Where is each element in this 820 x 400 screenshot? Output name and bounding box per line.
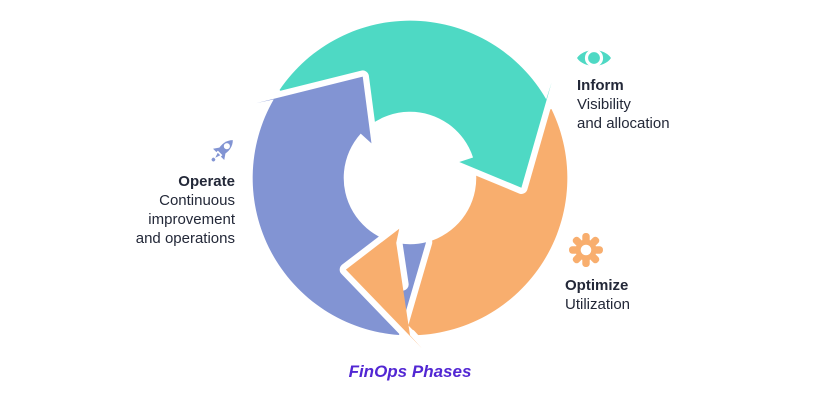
operate-desc-line: Continuous: [159, 192, 235, 209]
operate-name: Operate: [178, 173, 235, 190]
inform-name: Inform: [577, 77, 624, 94]
inform-desc-line: Visibility: [577, 96, 631, 113]
diagram-title: FinOps Phases: [348, 362, 472, 381]
optimize-desc-line: Utilization: [565, 296, 631, 313]
gear-icon: [569, 233, 603, 267]
operate-label: Operate Continuous improvement and opera…: [136, 172, 235, 248]
optimize-label: Optimize Utilization: [565, 276, 630, 314]
inform-desc-line: and allocation: [577, 115, 670, 132]
inform-label: Inform Visibility and allocation: [577, 76, 670, 133]
cycle-arrows: [246, 14, 574, 354]
rocket-icon: [211, 140, 233, 162]
optimize-name: Optimize: [565, 277, 629, 294]
eye-icon: [577, 48, 611, 68]
operate-desc-line: improvement: [148, 211, 235, 228]
optimize-arrowhead-overlay: [339, 222, 429, 354]
operate-desc-line: and operations: [135, 230, 235, 247]
